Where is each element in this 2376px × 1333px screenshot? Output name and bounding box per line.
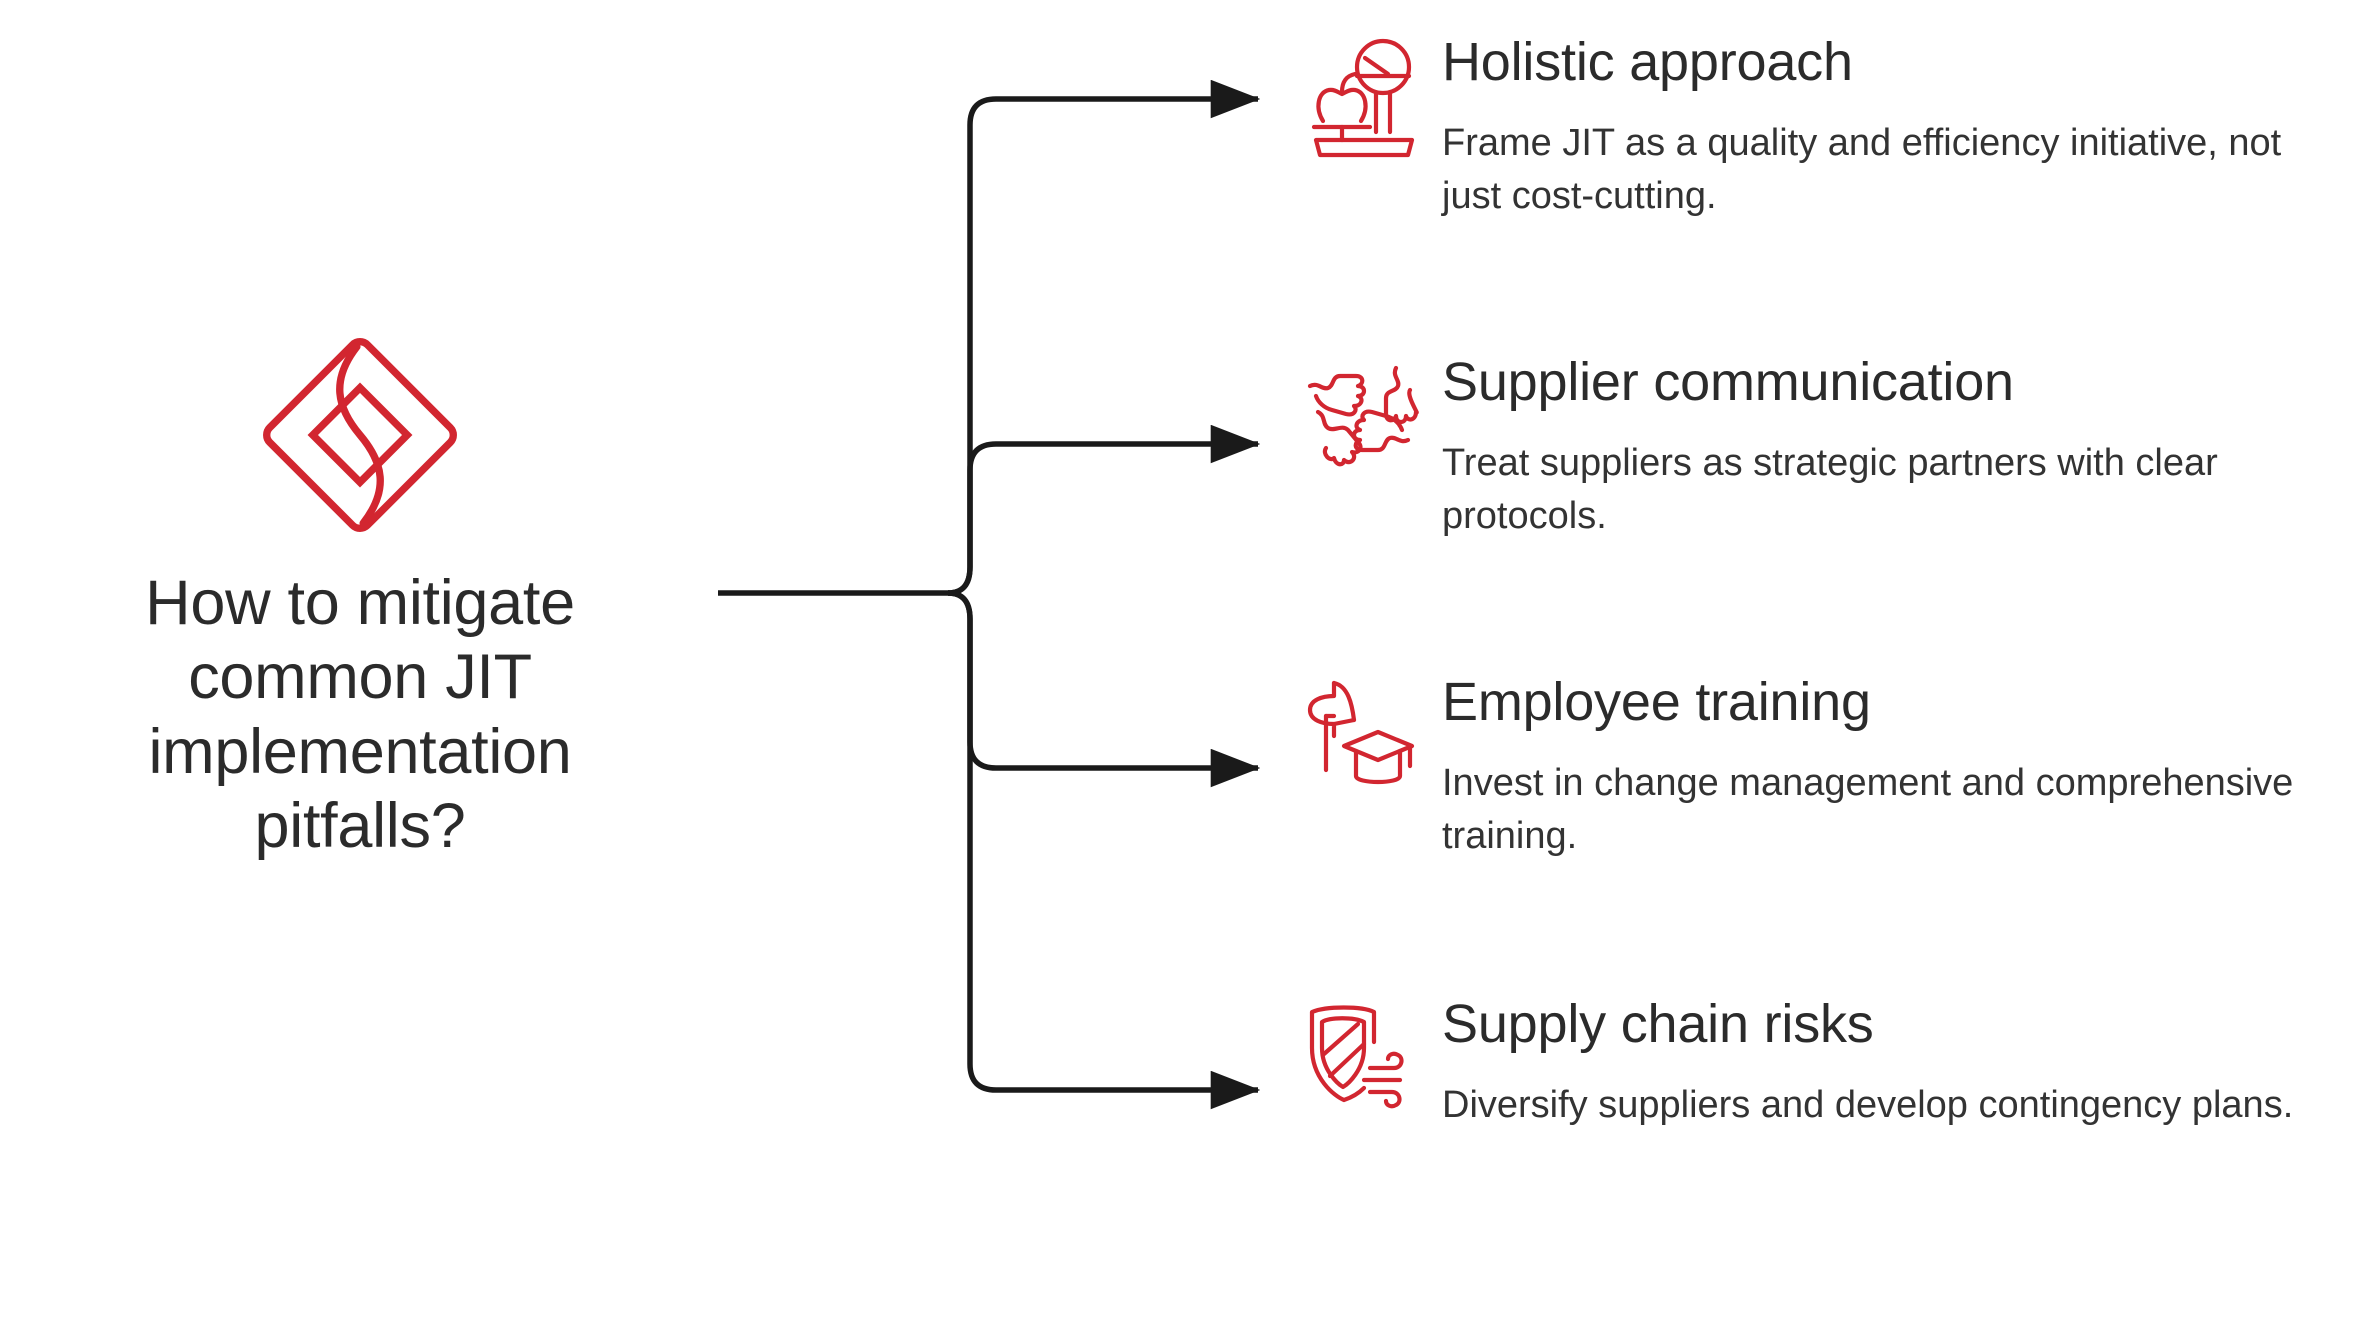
root-node: How to mitigate common JIT implementatio… <box>0 330 720 970</box>
connector-branch-4 <box>947 590 1261 1110</box>
branch-description: Treat suppliers as strategic partners wi… <box>1442 442 2218 537</box>
branch-item[interactable]: Supplier communication Treat suppliers a… <box>1296 352 2356 542</box>
connector-branch-3 <box>947 590 1261 788</box>
branch-text-block: Employee training Invest in change manag… <box>1442 672 2342 862</box>
branch-title: Holistic approach <box>1442 32 1853 92</box>
branch-title: Supplier communication <box>1442 352 2014 412</box>
diamond-s-logo-icon <box>263 338 457 532</box>
branch-title: Employee training <box>1442 672 1871 732</box>
branch-text-block: Supplier communication Treat suppliers a… <box>1442 352 2342 542</box>
shield-wind-icon <box>1309 1005 1404 1109</box>
root-question-text: How to mitigate common JIT implementatio… <box>145 568 575 861</box>
weighing-scale-apple-icon <box>1311 38 1415 158</box>
branch-title: Supply chain risks <box>1442 994 1874 1054</box>
branch-item[interactable]: Employee training Invest in change manag… <box>1296 672 2356 862</box>
connector-branch-2 <box>947 424 1261 596</box>
branch-description: Frame JIT as a quality and efficiency in… <box>1442 122 2282 217</box>
branch-item[interactable]: Holistic approach Frame JIT as a quality… <box>1296 32 2356 222</box>
hands-collaboration-icon <box>1307 365 1419 467</box>
flag-graduation-cap-icon <box>1307 680 1415 785</box>
connector-branch-1 <box>947 79 1261 596</box>
branch-text-block: Holistic approach Frame JIT as a quality… <box>1442 32 2342 222</box>
branch-description: Invest in change management and comprehe… <box>1442 762 2294 857</box>
branch-item[interactable]: Supply chain risks Diversify suppliers a… <box>1296 994 2356 1132</box>
branch-text-block: Supply chain risks Diversify suppliers a… <box>1442 994 2342 1132</box>
branch-description: Diversify suppliers and develop continge… <box>1442 1084 2294 1127</box>
